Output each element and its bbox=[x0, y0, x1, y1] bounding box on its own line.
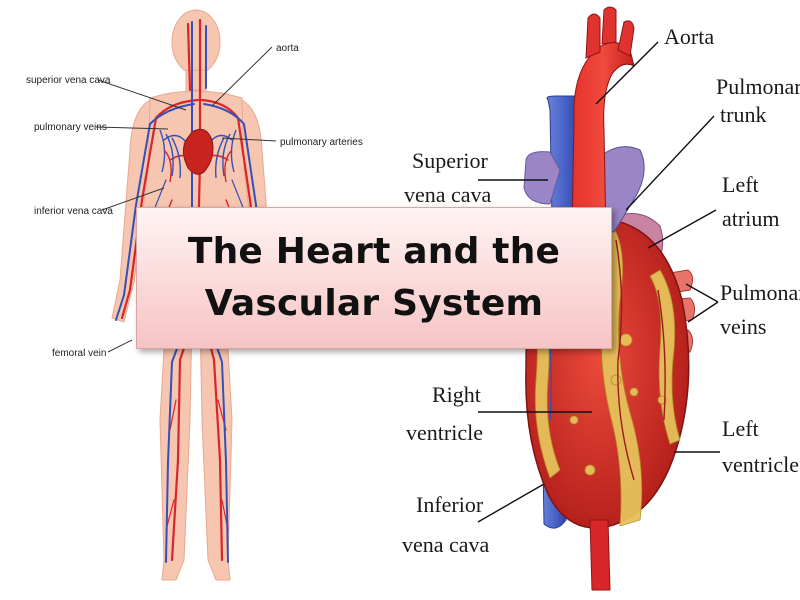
label-pulmonary-veins: pulmonary veins bbox=[34, 122, 107, 133]
label-pulmonary-trunk-2: trunk bbox=[720, 102, 766, 127]
lung-vessels bbox=[159, 129, 237, 183]
label-inferior-2: vena cava bbox=[402, 532, 490, 557]
label-right-ventricle-2: ventricle bbox=[406, 420, 483, 445]
label-pulmonary-trunk-1: Pulmonary bbox=[716, 74, 800, 99]
body-leader-lines bbox=[95, 46, 277, 353]
label-superior-vena-cava: superior vena cava bbox=[26, 75, 111, 86]
label-left-ventricle-1: Left bbox=[722, 416, 759, 441]
slide-title-line-1: The Heart and the bbox=[187, 231, 561, 272]
label-left-atrium-1: Left bbox=[722, 172, 759, 197]
title-box: The Heart and the Vascular System bbox=[136, 207, 612, 349]
descending-vessel bbox=[589, 519, 611, 591]
label-pulmonary-arteries: pulmonary arteries bbox=[280, 137, 363, 148]
label-right-ventricle-1: Right bbox=[432, 382, 481, 407]
body-heart bbox=[182, 128, 214, 175]
slide-title-line-2: Vascular System bbox=[204, 283, 544, 324]
label-heart-aorta: Aorta bbox=[664, 24, 714, 49]
label-aorta: aorta bbox=[276, 43, 299, 54]
label-left-ventricle-2: ventricle bbox=[722, 452, 799, 477]
label-superior-2: vena cava bbox=[404, 182, 492, 207]
label-pulmonary-veins-2: veins bbox=[720, 314, 766, 339]
heart-leader-lines bbox=[477, 41, 720, 523]
label-pulmonary-veins-1: Pulmonary bbox=[720, 280, 800, 305]
label-inferior-1: Inferior bbox=[416, 492, 484, 517]
label-superior-1: Superior bbox=[412, 148, 488, 173]
label-femoral-vein: femoral vein bbox=[52, 348, 106, 359]
aortic-branches bbox=[585, 6, 635, 59]
sup-vena-cava-branch bbox=[523, 151, 561, 205]
label-inferior-vena-cava: inferior vena cava bbox=[34, 206, 113, 217]
label-left-atrium-2: atrium bbox=[722, 206, 779, 231]
heart-diagram: Aorta Pulmonary trunk Superior vena cava… bbox=[402, 6, 800, 591]
